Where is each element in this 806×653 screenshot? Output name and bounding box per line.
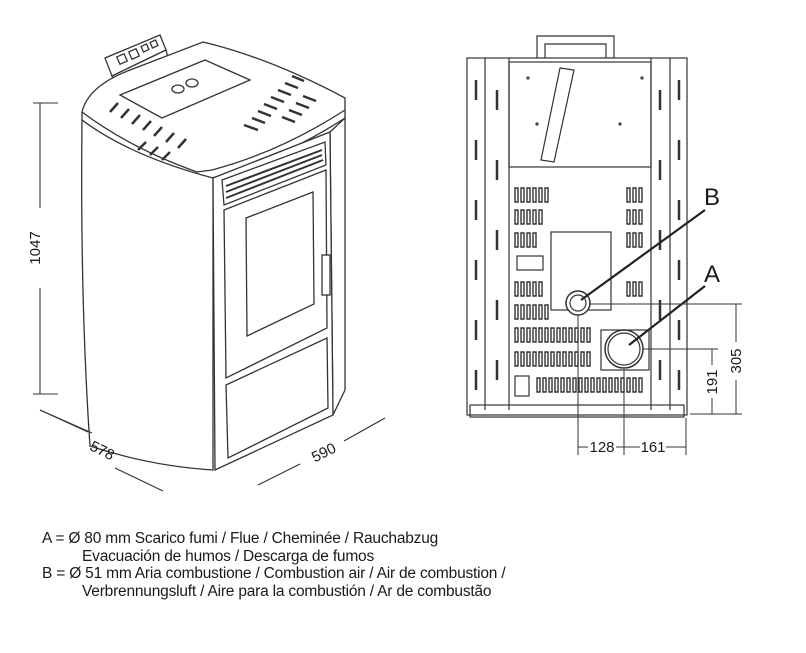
rear-handle <box>536 35 615 58</box>
width-dimension <box>257 417 386 486</box>
fire-door <box>223 169 328 380</box>
dim-191: 191 <box>704 369 721 394</box>
legend-a-line1: A = Ø 80 mm Scarico fumi / Flue / Chemin… <box>42 530 439 547</box>
door-glass <box>245 191 315 338</box>
rear-dimensions <box>577 303 742 455</box>
stove-rear-view <box>466 35 688 418</box>
callout-a: A <box>704 261 720 288</box>
legend-b-line1: B = Ø 51 mm Aria combustione / Combustio… <box>42 565 506 582</box>
height-label: 1047 <box>27 231 44 264</box>
dim-128: 128 <box>589 439 614 456</box>
front-grille <box>221 141 327 206</box>
dim-305: 305 <box>728 348 745 373</box>
stove-front <box>212 131 334 472</box>
legend-b-line2: Verbrennungsluft / Aire para la combusti… <box>82 582 492 600</box>
outlet-b <box>565 290 591 316</box>
callout-lines <box>580 209 706 346</box>
hopper-lid <box>118 59 252 119</box>
legend: A = Ø 80 mm Scarico fumi / Flue / Chemin… <box>42 530 782 600</box>
depth-dimension <box>39 409 164 492</box>
door-handle <box>321 254 331 296</box>
stove-3d-view <box>81 34 346 472</box>
ash-drawer <box>225 336 329 460</box>
height-dimension <box>33 102 58 395</box>
width-label: 590 <box>309 440 339 467</box>
legend-a-line2: Evacuación de humos / Descarga de fumos <box>82 547 375 565</box>
top-vent-slots <box>109 74 317 161</box>
stove-body-side <box>81 118 214 471</box>
dim-161: 161 <box>640 439 665 456</box>
callout-b: B <box>704 184 720 211</box>
outlet-a <box>604 329 644 369</box>
